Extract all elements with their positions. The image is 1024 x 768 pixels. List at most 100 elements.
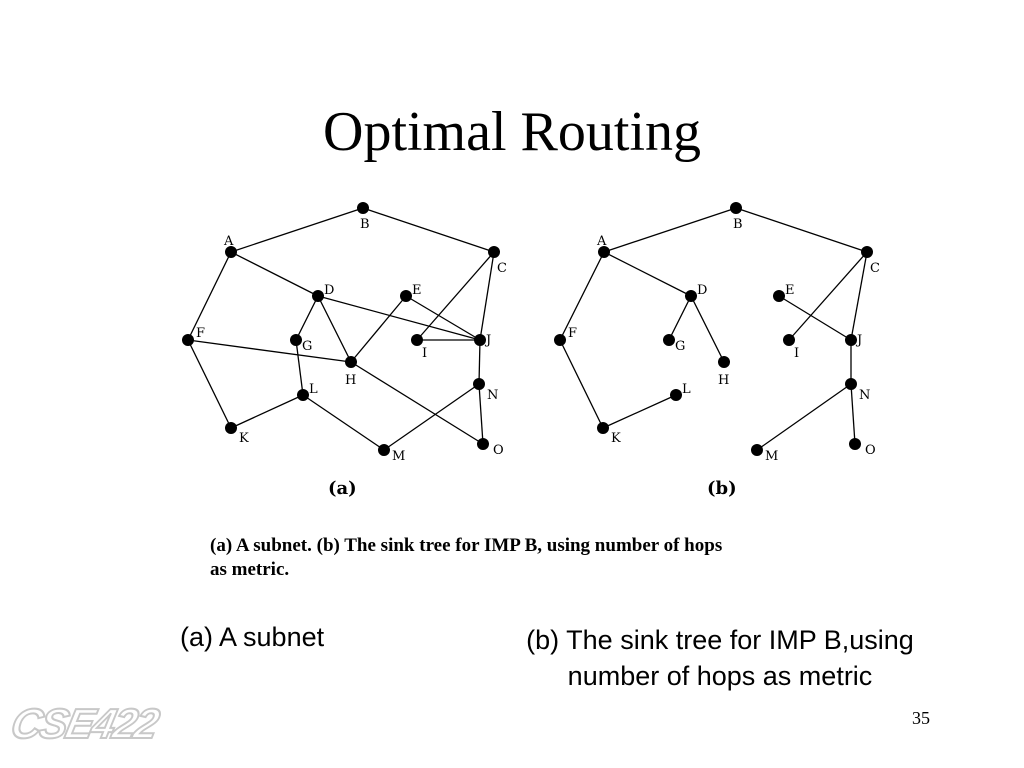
subnet-node-label-k: K <box>239 431 249 446</box>
subnet-node-label-d: D <box>324 283 334 298</box>
figure-caption: (a) A subnet. (b) The sink tree for IMP … <box>210 534 810 582</box>
sink-tree-edge-a-d <box>603 251 692 297</box>
subnet-node-h <box>345 356 357 368</box>
sink-tree-node-c <box>861 246 873 258</box>
subnet-node-g <box>290 334 302 346</box>
panel-a-label: (a) <box>328 478 357 499</box>
subnet-node-label-j: J <box>484 333 491 348</box>
sink-tree-node-b <box>730 202 742 214</box>
subnet-edge-g-l <box>295 339 304 396</box>
subnet-node-i <box>411 334 423 346</box>
sink-tree-node-label-j: J <box>855 333 862 348</box>
subnet-node-label-g: G <box>302 339 312 354</box>
sink-tree-edge-d-g <box>668 295 692 341</box>
sink-tree-edge-n-m <box>756 383 852 451</box>
subnet-node-a <box>225 246 237 258</box>
subnet-node-label-i: I <box>422 346 427 361</box>
caption-sink-tree-line-2: number of hops as metric <box>567 661 873 691</box>
subnet-edge-d-j <box>317 295 481 341</box>
subnet-node-label-m: M <box>392 449 405 464</box>
subnet-edge-n-m <box>383 383 480 451</box>
subnet-node-k <box>225 422 237 434</box>
sink-tree-node-label-d: D <box>697 283 707 298</box>
page-number: 35 <box>912 708 930 728</box>
figure-caption-line-1: (a) A subnet. (b) The sink tree for IMP … <box>210 535 723 556</box>
subnet-node-o <box>477 438 489 450</box>
sink-tree-node-o <box>849 438 861 450</box>
subnet-node-label-o: O <box>493 443 504 458</box>
subnet-node-label-a: A <box>223 234 234 249</box>
caption-sink-tree-line-1: (b) The sink tree for IMP B,using <box>526 625 914 655</box>
sink-tree-node-label-n: N <box>859 388 870 403</box>
caption-sink-tree: (b) The sink tree for IMP B,using number… <box>460 622 980 694</box>
slide-title: Optimal Routing <box>323 101 701 163</box>
subnet-edge-c-i <box>416 251 495 341</box>
sink-tree-edge-c-j <box>850 251 868 341</box>
sink-tree-node-label-c: C <box>870 261 880 276</box>
cse422-logo: CSE422 <box>6 699 162 748</box>
subnet-edge-d-h <box>317 295 352 363</box>
sink-tree-node-i <box>783 334 795 346</box>
sink-tree-node-label-i: I <box>794 346 799 361</box>
subnet-node-label-e: E <box>412 283 422 298</box>
subnet-node-b <box>357 202 369 214</box>
subnet-edge-j-n <box>478 339 481 385</box>
caption-subnet: (a) A subnet <box>180 622 325 652</box>
sink-tree-node-h <box>718 356 730 368</box>
subnet-edge-e-j <box>405 295 481 341</box>
sink-tree-edge-d-h <box>690 295 725 363</box>
sink-tree-node-j <box>845 334 857 346</box>
subnet-edge-h-e <box>350 295 407 363</box>
subnet-node-label-n: N <box>487 388 498 403</box>
subnet-node-d <box>312 290 324 302</box>
subnet-node-m <box>378 444 390 456</box>
sink-tree-node-label-f: F <box>568 326 577 341</box>
sink-tree-node-label-m: M <box>765 449 778 464</box>
sink-tree-node-label-o: O <box>865 443 876 458</box>
subnet-node-e <box>400 290 412 302</box>
sink-tree-node-label-b: B <box>733 217 743 232</box>
sink-tree-edge-n-o <box>850 383 856 445</box>
sink-tree-node-d <box>685 290 697 302</box>
sink-tree-edge-a-f <box>559 251 605 341</box>
sink-tree-node-a <box>598 246 610 258</box>
sink-tree-edge-k-l <box>602 394 677 429</box>
sink-tree-node-label-k: K <box>611 431 621 446</box>
subnet-node-j <box>474 334 486 346</box>
subnet-edge-n-o <box>478 383 484 445</box>
sink-tree-node-f <box>554 334 566 346</box>
subnet-edge-a-b <box>230 207 364 253</box>
sink-tree-edge-c-i <box>788 251 868 341</box>
sink-tree-node-e <box>773 290 785 302</box>
sink-tree-node-m <box>751 444 763 456</box>
figure-caption-line-2: as metric. <box>210 559 290 580</box>
subnet-node-n <box>473 378 485 390</box>
sink-tree-edge-b-c <box>735 207 868 253</box>
subnet-node-label-h: H <box>345 373 356 388</box>
subnet-node-f <box>182 334 194 346</box>
sink-tree-node-label-e: E <box>785 283 795 298</box>
sink-tree-node-label-l: L <box>682 382 691 397</box>
sink-tree-node-k <box>597 422 609 434</box>
subnet-node-l <box>297 389 309 401</box>
subnet-edge-l-m <box>302 394 385 451</box>
subnet-node-label-f: F <box>196 326 205 341</box>
sink-tree-node-label-g: G <box>675 339 685 354</box>
sink-tree-node-l <box>670 389 682 401</box>
subnet-edge-a-d <box>230 251 319 297</box>
subnet-edge-d-g <box>295 295 319 341</box>
subnet-edge-c-j <box>479 251 495 341</box>
sink-tree-node-g <box>663 334 675 346</box>
sink-tree-node-label-h: H <box>718 373 729 388</box>
subnet-edge-f-h <box>187 339 352 363</box>
subnet-edge-h-o <box>350 361 484 445</box>
subnet-edge-b-c <box>362 207 495 253</box>
subnet-edge-f-k <box>187 339 232 429</box>
subnet-node-c <box>488 246 500 258</box>
subnet-edge-a-f <box>187 251 232 341</box>
subnet-node-label-c: C <box>497 261 507 276</box>
sink-tree-edge-f-k <box>559 339 604 429</box>
